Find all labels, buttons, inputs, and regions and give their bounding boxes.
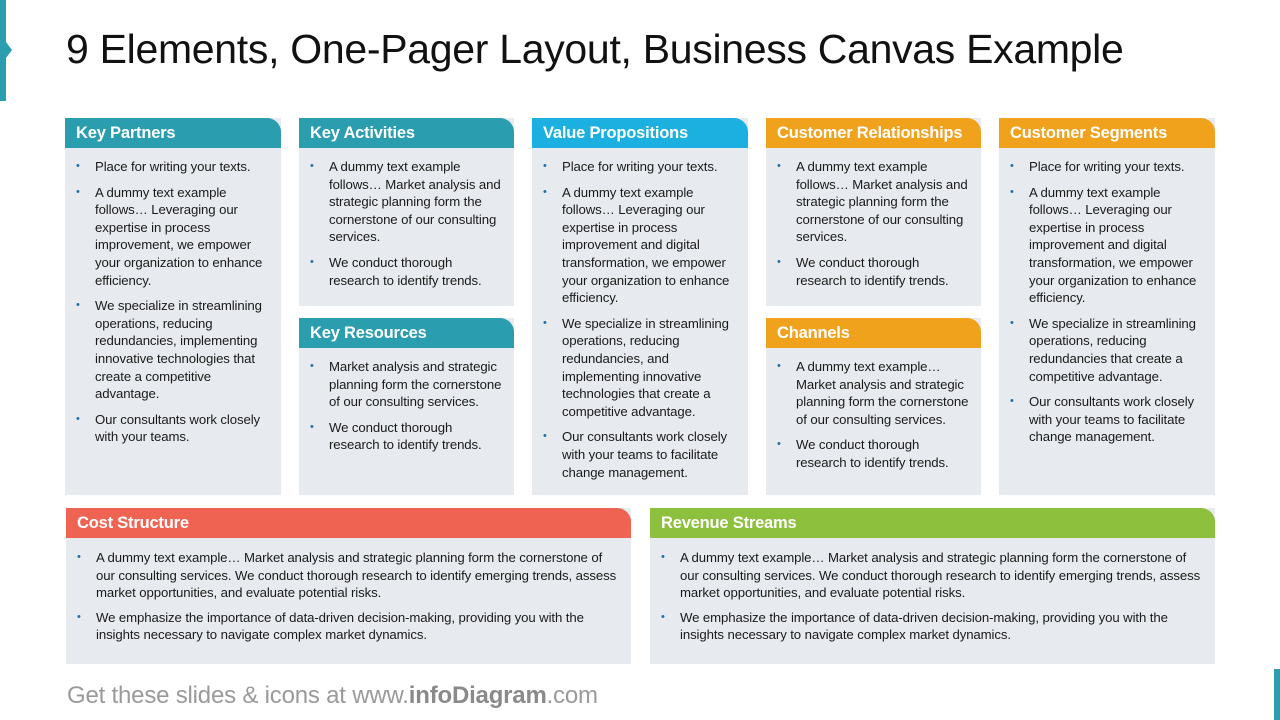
- card-body: A dummy text example follows… Market ana…: [766, 148, 981, 305]
- list-item: Our consultants work closely with your t…: [542, 428, 740, 481]
- list-item: Place for writing your texts.: [542, 158, 740, 176]
- footer-suffix: .com: [546, 682, 598, 709]
- left-accent-bar: [0, 0, 6, 101]
- card-body: A dummy text example… Market analysis an…: [650, 538, 1215, 659]
- card-body: Place for writing your texts. A dummy te…: [532, 148, 748, 497]
- list-item: A dummy text example follows… Leveraging…: [75, 184, 273, 290]
- card-value-propositions: Value Propositions Place for writing you…: [532, 118, 748, 495]
- card-header: Customer Segments: [999, 118, 1215, 148]
- card-header: Customer Relationships: [766, 118, 981, 148]
- list-item: Place for writing your texts.: [1009, 158, 1207, 176]
- card-header: Key Partners: [65, 118, 281, 148]
- corner-accent-bar: [1274, 669, 1280, 720]
- card-body: A dummy text example follows… Market ana…: [299, 148, 514, 305]
- card-revenue-streams: Revenue Streams A dummy text example… Ma…: [650, 508, 1215, 664]
- list-item: Our consultants work closely with your t…: [75, 411, 273, 446]
- card-body: Market analysis and strategic planning f…: [299, 348, 514, 470]
- list-item: We emphasize the importance of data-driv…: [76, 609, 621, 644]
- list-item: A dummy text example follows… Leveraging…: [1009, 184, 1207, 307]
- footer-brand-link[interactable]: infoDiagram: [408, 682, 547, 709]
- list-item: Market analysis and strategic planning f…: [309, 358, 506, 411]
- card-header: Key Resources: [299, 318, 514, 348]
- list-item: We conduct thorough research to identify…: [309, 419, 506, 454]
- list-item: We conduct thorough research to identify…: [309, 254, 506, 289]
- card-customer-relationships: Customer Relationships A dummy text exam…: [766, 118, 981, 306]
- list-item: We conduct thorough research to identify…: [776, 254, 973, 289]
- card-channels: Channels A dummy text example… Market an…: [766, 318, 981, 495]
- list-item: A dummy text example follows… Market ana…: [776, 158, 973, 246]
- footer-promo: Get these slides & icons at www.infoDiag…: [67, 682, 598, 710]
- list-item: We specialize in streamlining operations…: [75, 297, 273, 403]
- slide-title: 9 Elements, One-Pager Layout, Business C…: [66, 26, 1124, 72]
- list-item: A dummy text example… Market analysis an…: [776, 358, 973, 428]
- card-body: Place for writing your texts. A dummy te…: [65, 148, 281, 462]
- left-accent-arrow-icon: [6, 42, 12, 58]
- list-item: Our consultants work closely with your t…: [1009, 393, 1207, 446]
- card-body: A dummy text example… Market analysis an…: [766, 348, 981, 488]
- card-header: Key Activities: [299, 118, 514, 148]
- list-item: We specialize in streamlining operations…: [542, 315, 740, 421]
- footer-prefix: Get these slides & icons at www.: [67, 682, 409, 709]
- card-key-activities: Key Activities A dummy text example foll…: [299, 118, 514, 306]
- list-item: We conduct thorough research to identify…: [776, 436, 973, 471]
- list-item: A dummy text example… Market analysis an…: [76, 549, 621, 602]
- list-item: A dummy text example follows… Leveraging…: [542, 184, 740, 307]
- card-body: Place for writing your texts. A dummy te…: [999, 148, 1215, 462]
- card-body: A dummy text example… Market analysis an…: [66, 538, 631, 659]
- list-item: A dummy text example follows… Market ana…: [309, 158, 506, 246]
- card-customer-segments: Customer Segments Place for writing your…: [999, 118, 1215, 495]
- card-cost-structure: Cost Structure A dummy text example… Mar…: [66, 508, 631, 664]
- list-item: Place for writing your texts.: [75, 158, 273, 176]
- card-header: Cost Structure: [66, 508, 631, 538]
- card-key-partners: Key Partners Place for writing your text…: [65, 118, 281, 495]
- card-header: Channels: [766, 318, 981, 348]
- card-key-resources: Key Resources Market analysis and strate…: [299, 318, 514, 495]
- list-item: A dummy text example… Market analysis an…: [660, 549, 1205, 602]
- card-header: Value Propositions: [532, 118, 748, 148]
- list-item: We specialize in streamlining operations…: [1009, 315, 1207, 385]
- card-header: Revenue Streams: [650, 508, 1215, 538]
- list-item: We emphasize the importance of data-driv…: [660, 609, 1205, 644]
